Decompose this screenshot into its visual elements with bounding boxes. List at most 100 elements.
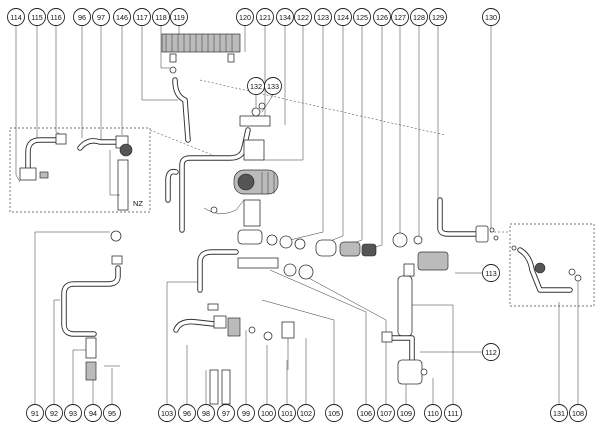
callout-circle — [482, 343, 500, 361]
callout-number: 122 — [297, 13, 309, 22]
callout-number: 111 — [448, 409, 459, 418]
callout-circle — [429, 8, 447, 26]
callout-c99: 99 — [237, 404, 255, 422]
diverter-manifold — [173, 249, 314, 405]
callout-number: 146 — [116, 13, 128, 22]
callout-c101: 101 — [278, 404, 296, 422]
callout-number: 103 — [161, 409, 173, 418]
callout-c113: 113 — [482, 264, 500, 282]
callout-circle — [28, 8, 46, 26]
callout-c91: 91 — [26, 404, 44, 422]
callout-circle — [424, 404, 442, 422]
callout-number: 105 — [328, 409, 340, 418]
callout-circle — [444, 404, 462, 422]
callout-c97a: 97 — [92, 8, 110, 26]
callout-circle — [7, 8, 25, 26]
callout-circle — [397, 404, 415, 422]
callout-circle — [278, 404, 296, 422]
callout-circle — [73, 8, 91, 26]
callout-circle — [103, 404, 121, 422]
inset-box-right — [509, 223, 595, 307]
callout-circle — [550, 404, 568, 422]
callout-number: 129 — [432, 13, 444, 22]
callout-circle — [47, 8, 65, 26]
fittings-row — [266, 232, 449, 271]
callout-number: 107 — [380, 409, 392, 418]
callout-c111: 111 — [444, 404, 462, 422]
callout-number: 124 — [337, 13, 349, 22]
callout-number: 118 — [155, 13, 166, 22]
callout-c121: 121 — [256, 8, 274, 26]
callout-c103: 103 — [158, 404, 176, 422]
callout-c115: 115 — [28, 8, 46, 26]
callout-number: 131 — [553, 409, 565, 418]
callout-c106: 106 — [357, 404, 375, 422]
central-pipes — [165, 77, 251, 233]
callout-number: 106 — [360, 409, 372, 418]
callout-number: 97 — [222, 409, 230, 418]
callout-c108: 108 — [569, 404, 587, 422]
callout-circle — [197, 404, 215, 422]
callout-circle — [26, 404, 44, 422]
callout-circle — [276, 8, 294, 26]
callout-circle — [264, 77, 282, 95]
callout-circle — [45, 404, 63, 422]
callout-c122: 122 — [294, 8, 312, 26]
inset-left-parts — [19, 133, 133, 211]
callout-c131: 131 — [550, 404, 568, 422]
callout-number: 133 — [267, 82, 279, 91]
callout-number: 96 — [183, 409, 191, 418]
callout-c125: 125 — [353, 8, 371, 26]
callout-circle — [482, 264, 500, 282]
callout-c124: 124 — [334, 8, 352, 26]
callout-circle — [170, 8, 188, 26]
callout-c96b: 96 — [178, 404, 196, 422]
callout-circle — [152, 8, 170, 26]
callout-c126: 126 — [373, 8, 391, 26]
callout-number: 134 — [279, 13, 291, 22]
callout-c133: 133 — [264, 77, 282, 95]
callout-number: 117 — [136, 13, 147, 22]
callout-circle — [410, 8, 428, 26]
left-lower-assembly — [61, 230, 123, 381]
callout-number: 94 — [89, 409, 97, 418]
callout-number: 100 — [261, 409, 273, 418]
inset-right-parts — [511, 245, 582, 293]
callout-c116: 116 — [47, 8, 65, 26]
callout-circle — [391, 8, 409, 26]
callout-number: 115 — [31, 13, 42, 22]
callout-number: 116 — [50, 13, 61, 22]
callout-number: 108 — [572, 409, 584, 418]
callout-c107: 107 — [377, 404, 395, 422]
inset-nz-label: NZ — [133, 199, 143, 208]
callout-number: 110 — [427, 409, 438, 418]
callout-c96a: 96 — [73, 8, 91, 26]
callout-circle — [237, 404, 255, 422]
callout-c100: 100 — [258, 404, 276, 422]
callout-circle — [357, 404, 375, 422]
callout-number: 101 — [281, 409, 293, 418]
callout-circle — [113, 8, 131, 26]
callout-c97b: 97 — [217, 404, 235, 422]
callout-number: 126 — [376, 13, 388, 22]
callout-c129: 129 — [429, 8, 447, 26]
callout-circle — [325, 404, 343, 422]
callout-number: 128 — [413, 13, 425, 22]
right-lower-assembly — [381, 263, 428, 385]
callout-c134: 134 — [276, 8, 294, 26]
callout-circle — [178, 404, 196, 422]
callout-number: 120 — [239, 13, 251, 22]
callout-number: 109 — [400, 409, 412, 418]
callout-c118: 118 — [152, 8, 170, 26]
heat-exchanger — [161, 33, 241, 74]
callout-circle — [258, 404, 276, 422]
callout-number: 95 — [108, 409, 116, 418]
callout-c117: 117 — [133, 8, 151, 26]
callout-c127: 127 — [391, 8, 409, 26]
callout-c120: 120 — [236, 8, 254, 26]
callout-c105: 105 — [325, 404, 343, 422]
callout-c110: 110 — [424, 404, 442, 422]
inset-box-left — [9, 127, 151, 213]
callout-circle — [133, 8, 151, 26]
